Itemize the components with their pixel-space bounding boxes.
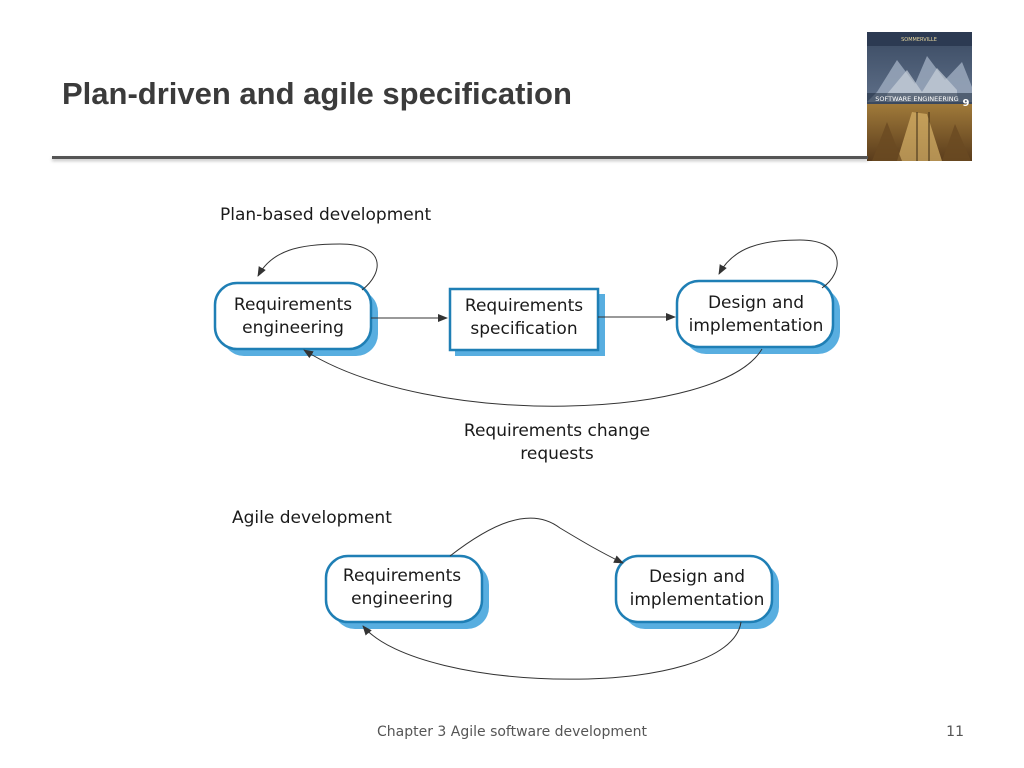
agile-design-line2: implementation: [630, 590, 765, 610]
title-divider: [52, 156, 868, 159]
change-requests-line2: requests: [520, 444, 594, 464]
plan-based-heading: Plan-based development: [220, 205, 431, 225]
plan-req-spec-line1: Requirements: [465, 296, 583, 316]
agile-req-eng-line1: Requirements: [343, 566, 461, 586]
plan-arrow-change-requests: [303, 348, 763, 407]
agile-req-eng-line2: engineering: [351, 589, 453, 609]
plan-node-design-implementation: Design and implementation: [675, 279, 840, 354]
book-edition-text: 9: [963, 98, 970, 109]
plan-node-requirements-specification: Requirements specification: [448, 287, 605, 356]
agile-node-design-implementation: Design and implementation: [614, 554, 779, 629]
agile-heading: Agile development: [232, 508, 392, 528]
book-author-text: SOMMERVILLE: [901, 37, 937, 43]
plan-design-line1: Design and: [708, 293, 804, 313]
page-number: 11: [946, 724, 964, 740]
agile-node-requirements-engineering: Requirements engineering: [324, 554, 489, 629]
change-requests-line1: Requirements change: [464, 421, 650, 441]
plan-req-eng-line2: engineering: [242, 318, 344, 338]
agile-arrow-eng-to-design: [449, 517, 624, 564]
plan-arrow-eng-self-loop: [257, 243, 378, 291]
slide-footer: Chapter 3 Agile software development: [376, 724, 647, 740]
plan-req-spec-line2: specification: [470, 319, 577, 339]
book-title-text: SOFTWARE ENGINEERING: [875, 95, 958, 103]
plan-node-requirements-engineering: Requirements engineering: [213, 281, 378, 356]
agile-arrow-design-to-eng: [362, 621, 742, 680]
plan-req-eng-line1: Requirements: [234, 295, 352, 315]
book-cover-image: SOMMERVILLE SOFTWARE ENGINEERING 9: [867, 32, 972, 161]
plan-arrow-design-self-loop: [718, 239, 838, 289]
plan-design-line2: implementation: [689, 316, 824, 336]
slide-title: Plan-driven and agile specification: [62, 76, 572, 111]
agile-design-line1: Design and: [649, 567, 745, 587]
